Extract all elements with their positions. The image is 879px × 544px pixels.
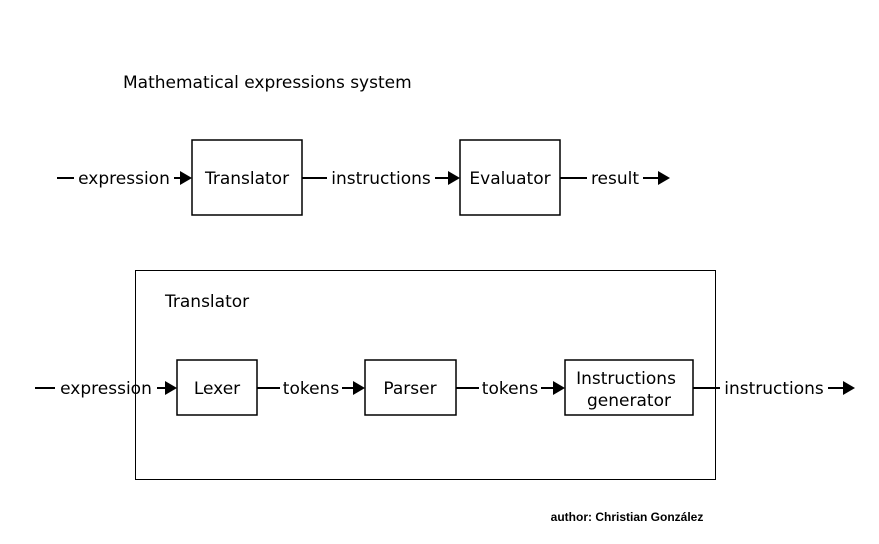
instructions-edge-label: instructions xyxy=(331,169,431,189)
arrow-head-icon xyxy=(165,381,177,395)
top-row: expression Translator instructions Evalu… xyxy=(57,139,670,216)
result-edge-label: result xyxy=(591,169,639,189)
instructions-generator-label-line2: generator xyxy=(587,391,671,411)
tokens-edge-label: tokens xyxy=(283,379,340,399)
translator-container-title: Translator xyxy=(164,292,249,312)
arrow-head-icon xyxy=(658,171,670,185)
translator-detail: Translator expression Lexer tokens Parse… xyxy=(35,270,855,480)
author-credit: author: Christian González xyxy=(551,510,704,524)
instructions-edge-label: instructions xyxy=(724,379,824,399)
arrow-head-icon xyxy=(448,171,460,185)
parser-box xyxy=(364,359,457,416)
lexer-box-label: Lexer xyxy=(194,379,240,399)
instructions-generator-label-line1: Instructions xyxy=(576,369,676,389)
parser-box-label: Parser xyxy=(383,379,436,399)
arrow-head-icon xyxy=(180,171,192,185)
translator-box-label: Translator xyxy=(204,169,289,189)
translator-box xyxy=(191,139,303,216)
diagram-title: Mathematical expressions system xyxy=(123,73,412,93)
expression-edge-label: expression xyxy=(78,169,170,189)
expression-edge-label: expression xyxy=(60,379,152,399)
evaluator-box xyxy=(459,139,561,216)
arrow-head-icon xyxy=(553,381,565,395)
tokens-edge-label: tokens xyxy=(482,379,539,399)
lexer-box xyxy=(176,359,258,416)
arrow-head-icon xyxy=(843,381,855,395)
arrow-head-icon xyxy=(353,381,365,395)
evaluator-box-label: Evaluator xyxy=(469,169,550,189)
instructions-generator-box xyxy=(564,359,694,416)
